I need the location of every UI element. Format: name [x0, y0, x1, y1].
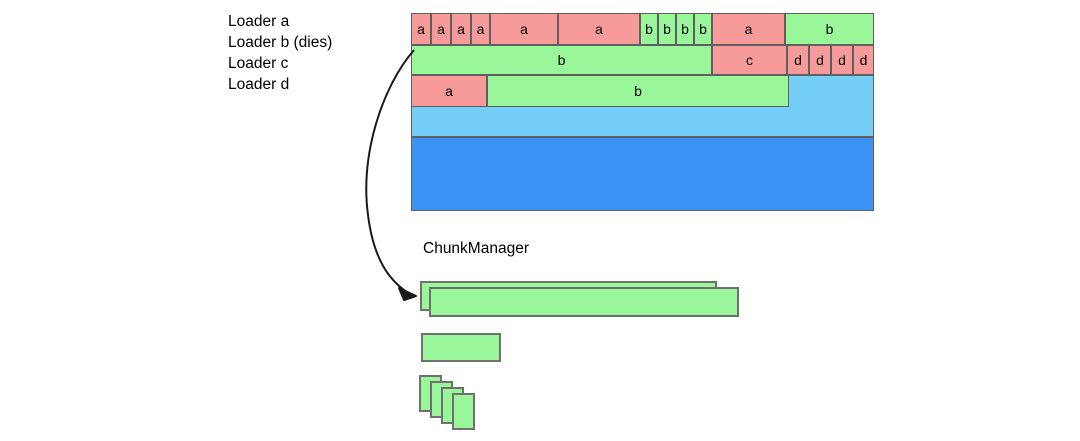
segment-b: b	[676, 13, 694, 45]
legend-item-loader-a: Loader a	[228, 13, 290, 30]
segment-a: a	[431, 13, 451, 45]
segment-b: b	[658, 13, 676, 45]
loader-b-row: b c d d d d	[411, 45, 874, 75]
legend-item-loader-c: Loader c	[228, 55, 289, 72]
large-chunk-front	[429, 287, 739, 317]
segment-d: d	[853, 45, 874, 75]
loader-a-row: a a a a a a b b b b a b	[411, 13, 874, 45]
segment-a: a	[558, 13, 640, 45]
loader-c-row: a b	[411, 75, 874, 107]
small-chunk-4	[452, 393, 475, 430]
medium-chunk	[421, 333, 501, 362]
chunk-manager-title: ChunkManager	[423, 240, 529, 257]
loader-legend: Loader a Loader b (dies) Loader c Loader…	[228, 11, 403, 95]
legend-item-loader-b: Loader b (dies)	[228, 34, 333, 51]
segment-a: a	[490, 13, 558, 45]
legend-item-loader-d: Loader d	[228, 76, 290, 93]
segment-a: a	[411, 75, 487, 107]
segment-c: c	[712, 45, 787, 75]
segment-b: b	[785, 13, 874, 45]
segment-d: d	[809, 45, 831, 75]
segment-a: a	[712, 13, 785, 45]
segment-a: a	[411, 13, 431, 45]
segment-d: d	[787, 45, 809, 75]
segment-b: b	[694, 13, 712, 45]
segment-a: a	[451, 13, 471, 45]
flow-arrow	[365, 49, 417, 301]
free-space-band-lower	[411, 137, 874, 211]
segment-b: b	[640, 13, 658, 45]
segment-a: a	[471, 13, 490, 45]
segment-b: b	[487, 75, 789, 107]
segment-d: d	[831, 45, 853, 75]
memory-map: a a a a a a b b b b a b b c d d d d a b	[411, 13, 874, 211]
segment-b: b	[411, 45, 712, 75]
